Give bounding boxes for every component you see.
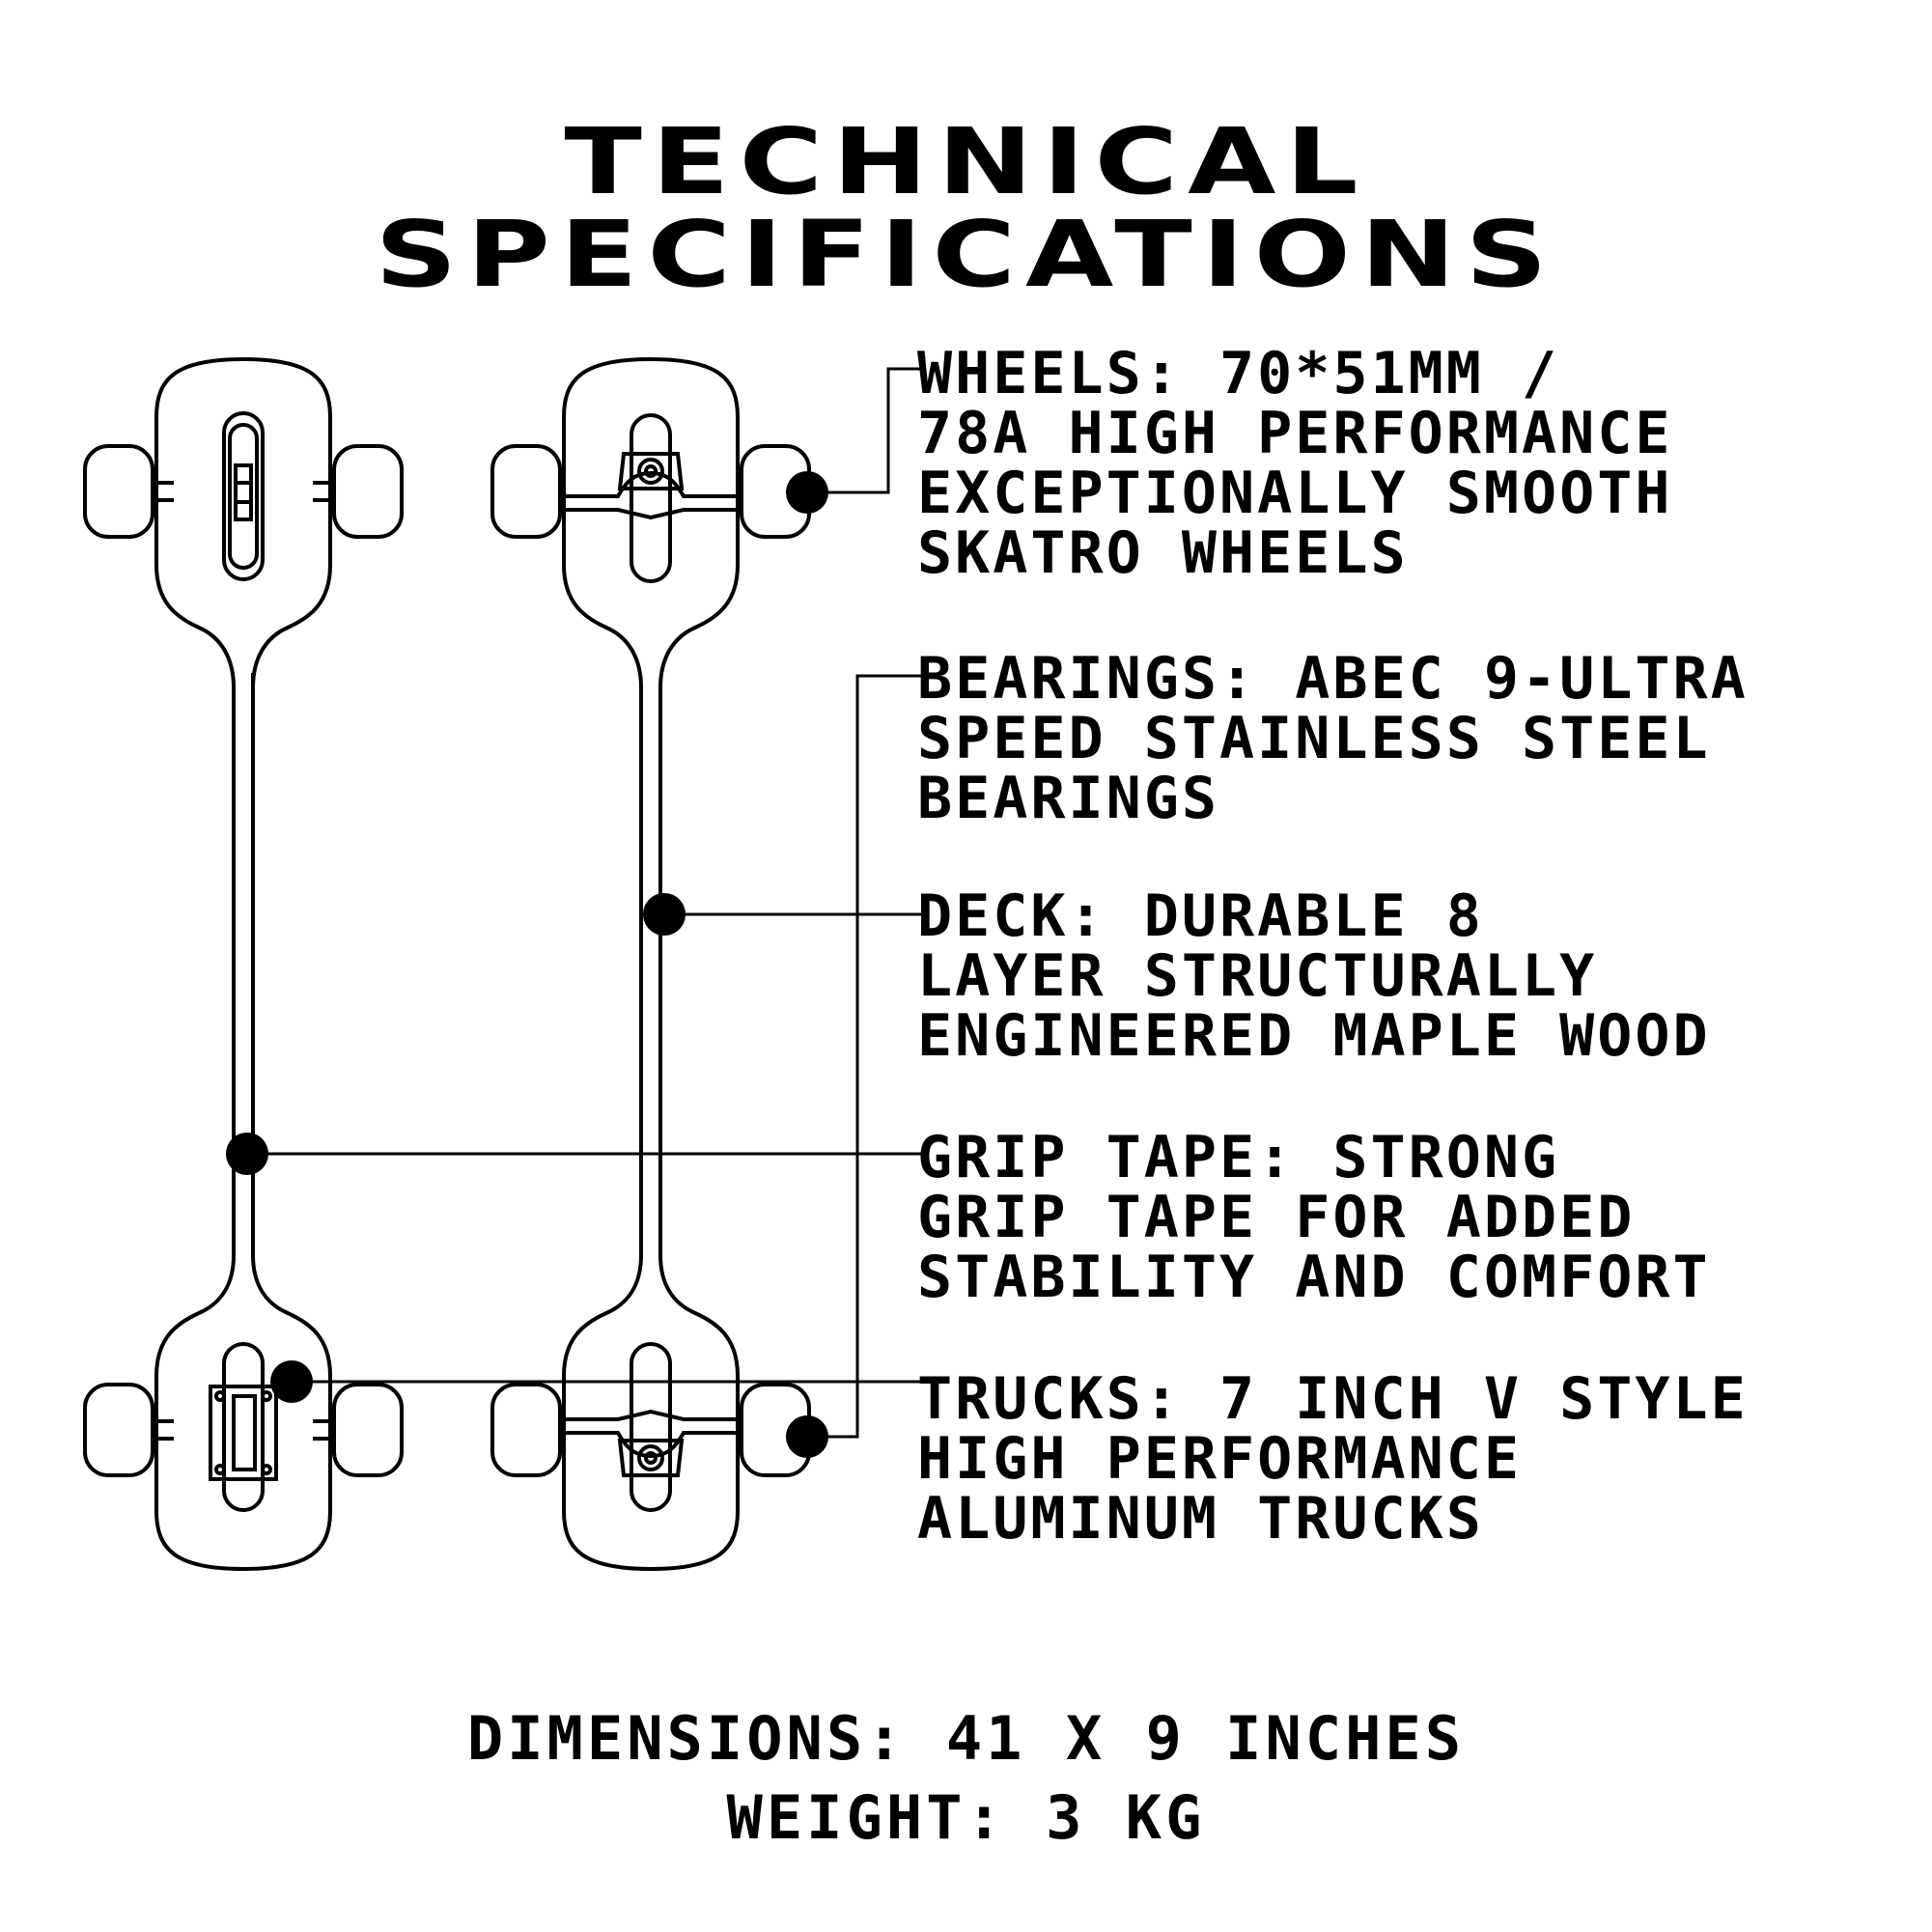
spec-line: SKATRO WHEELS [917, 519, 1409, 587]
spec-line: GRIP TAPE: STRONG [917, 1124, 1560, 1191]
left-board [83, 356, 404, 1572]
spec-line: DECK: DURABLE 8 [917, 882, 1484, 950]
spec-bearings: BEARINGS: ABEC 9-ULTRA SPEED STAINLESS S… [917, 649, 1921, 828]
right-board [490, 356, 811, 1572]
spec-grip-tape: GRIP TAPE: STRONG GRIP TAPE FOR ADDED ST… [917, 1128, 1921, 1307]
spec-line: SPEED STAINLESS STEEL [917, 705, 1711, 772]
wheels-leader [807, 367, 922, 494]
spec-trucks: TRUCKS: 7 INCH V STYLE HIGH PERFORMANCE … [917, 1369, 1921, 1549]
spec-line: EXCEPTIONALLY SMOOTH [917, 460, 1673, 527]
left-board-deck [154, 356, 332, 1572]
right-board-wheel-bl [490, 1383, 562, 1477]
left-board-wheel-bl [83, 1383, 154, 1477]
spec-line: STABILITY AND COMFORT [917, 1244, 1711, 1311]
spec-wheels: WHEELS: 70*51MM / 78A HIGH PERFORMANCE E… [917, 344, 1921, 583]
spec-line: BEARINGS: ABEC 9-ULTRA [917, 645, 1749, 713]
deck-dot [643, 893, 686, 936]
left-board-wheel-br [332, 1383, 404, 1477]
page-title: TECHNICAL SPECIFICATIONS [375, 107, 1557, 308]
right-board-wheel-tl [490, 444, 562, 539]
spec-line: ENGINEERED MAPLE WOOD [917, 1002, 1711, 1070]
callout-lines [247, 367, 922, 1439]
left-board-wheel-tl [83, 444, 154, 539]
grip-dot [226, 1133, 268, 1175]
spec-line: TRUCKS: 7 INCH V STYLE [917, 1365, 1749, 1433]
bearings-dot [786, 1415, 828, 1458]
spec-line: WHEELS: 70*51MM / [917, 340, 1560, 407]
dimensions-text: DIMENSIONS: 41 X 9 INCHES [466, 1703, 1466, 1774]
spec-line: BEARINGS [917, 765, 1219, 832]
left-board-wheel-tr [332, 444, 404, 539]
spec-line: GRIP TAPE FOR ADDED [917, 1184, 1636, 1251]
trucks-dot [270, 1360, 313, 1403]
spec-line: HIGH PERFORMANCE [917, 1425, 1522, 1493]
bearings-leader [807, 674, 922, 1439]
weight-text: WEIGHT: 3 KG [726, 1782, 1206, 1853]
spec-deck: DECK: DURABLE 8 LAYER STRUCTURALLY ENGIN… [917, 886, 1921, 1066]
spec-line: ALUMINUM TRUCKS [917, 1485, 1484, 1553]
right-board-deck [562, 356, 740, 1572]
wheels-dot [786, 471, 828, 514]
spec-line: 78A HIGH PERFORMANCE [917, 400, 1673, 467]
callout-dots [226, 471, 828, 1458]
spec-line: LAYER STRUCTURALLY [917, 942, 1598, 1010]
